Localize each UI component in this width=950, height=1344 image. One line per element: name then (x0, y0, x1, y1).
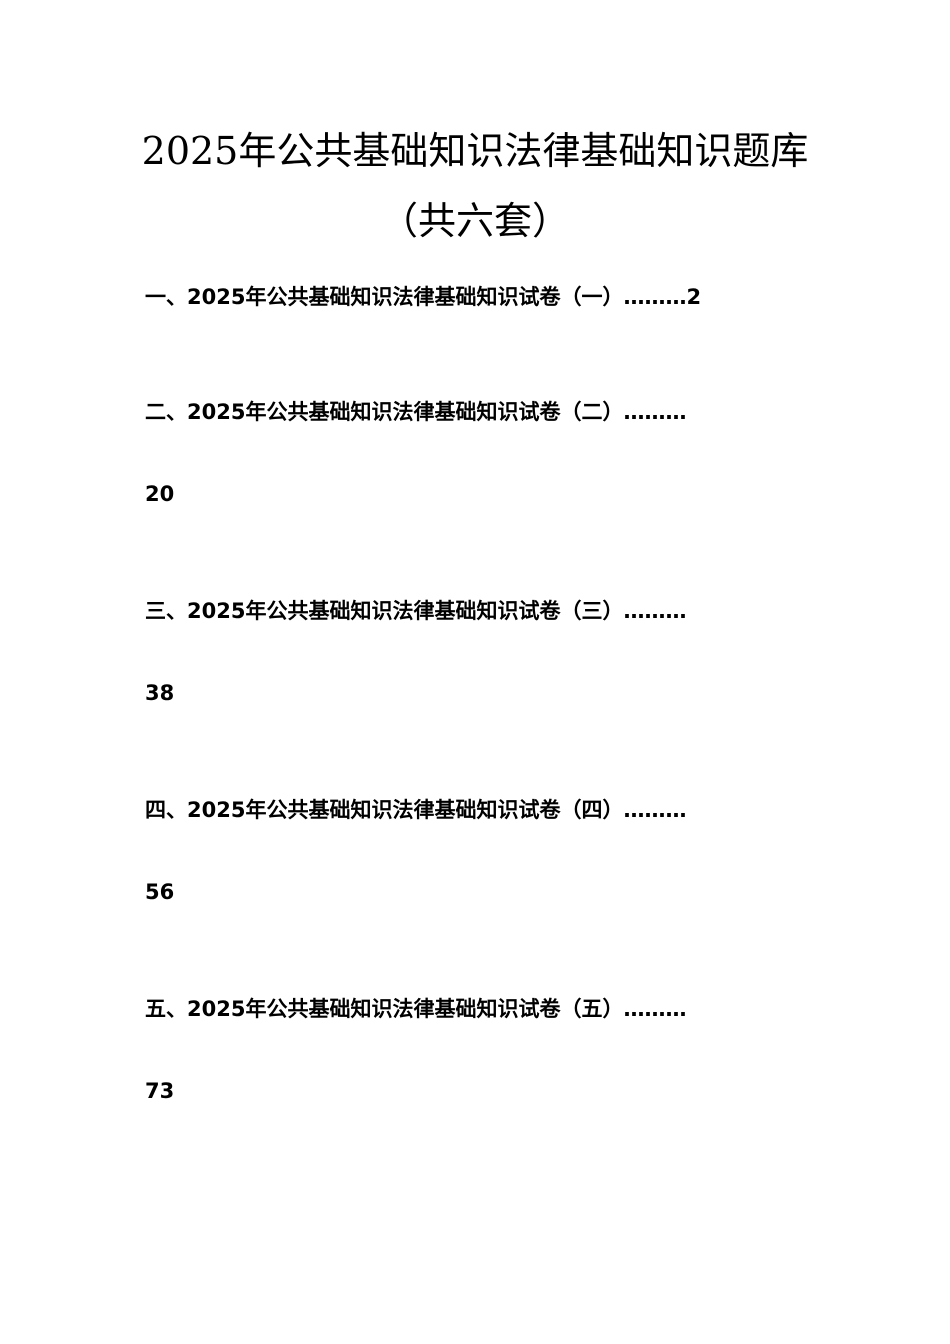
toc-entry-2[interactable]: 二、2025年公共基础知识法律基础知识试卷（二）……… 20 (145, 397, 810, 509)
document-title: 2025年公共基础知识法律基础知识题库 (141, 129, 809, 173)
toc-entry-label: 五、2025年公共基础知识法律基础知识试卷（五） (145, 997, 624, 1021)
document-subtitle: （共六套） (379, 199, 570, 243)
toc-page-number: 38 (145, 681, 175, 705)
toc-entry-line: 一、2025年公共基础知识法律基础知识试卷（一）………2 (145, 282, 810, 312)
toc-entry-label: 一、2025年公共基础知识法律基础知识试卷（一） (145, 285, 624, 309)
toc-entry-4[interactable]: 四、2025年公共基础知识法律基础知识试卷（四）……… 56 (145, 795, 810, 907)
toc-entry-label: 四、2025年公共基础知识法律基础知识试卷（四） (145, 798, 624, 822)
toc-entry-1[interactable]: 一、2025年公共基础知识法律基础知识试卷（一）………2 (145, 282, 810, 312)
toc-entry-line: 五、2025年公共基础知识法律基础知识试卷（五）……… (145, 994, 810, 1024)
toc-entry-5[interactable]: 五、2025年公共基础知识法律基础知识试卷（五）……… 73 (145, 994, 810, 1106)
toc-entry-label: 三、2025年公共基础知识法律基础知识试卷（三） (145, 599, 624, 623)
toc-entry-line: 四、2025年公共基础知识法律基础知识试卷（四）……… (145, 795, 810, 825)
toc-leader-dots: ……… (623, 285, 687, 309)
toc-page-number: 2 (686, 285, 702, 309)
toc-leader-dots: ……… (623, 997, 687, 1021)
toc-page-number: 73 (145, 1079, 175, 1103)
toc-entry-line: 二、2025年公共基础知识法律基础知识试卷（二）……… (145, 397, 810, 427)
toc-entry-3[interactable]: 三、2025年公共基础知识法律基础知识试卷（三）……… 38 (145, 596, 810, 708)
toc-page-number: 20 (145, 482, 175, 506)
toc-entry-line: 三、2025年公共基础知识法律基础知识试卷（三）……… (145, 596, 810, 626)
toc-entry-label: 二、2025年公共基础知识法律基础知识试卷（二） (145, 400, 624, 424)
toc-leader-dots: ……… (623, 599, 687, 623)
toc-page-number: 56 (145, 880, 175, 904)
toc-leader-dots: ……… (623, 400, 687, 424)
toc-leader-dots: ……… (623, 798, 687, 822)
